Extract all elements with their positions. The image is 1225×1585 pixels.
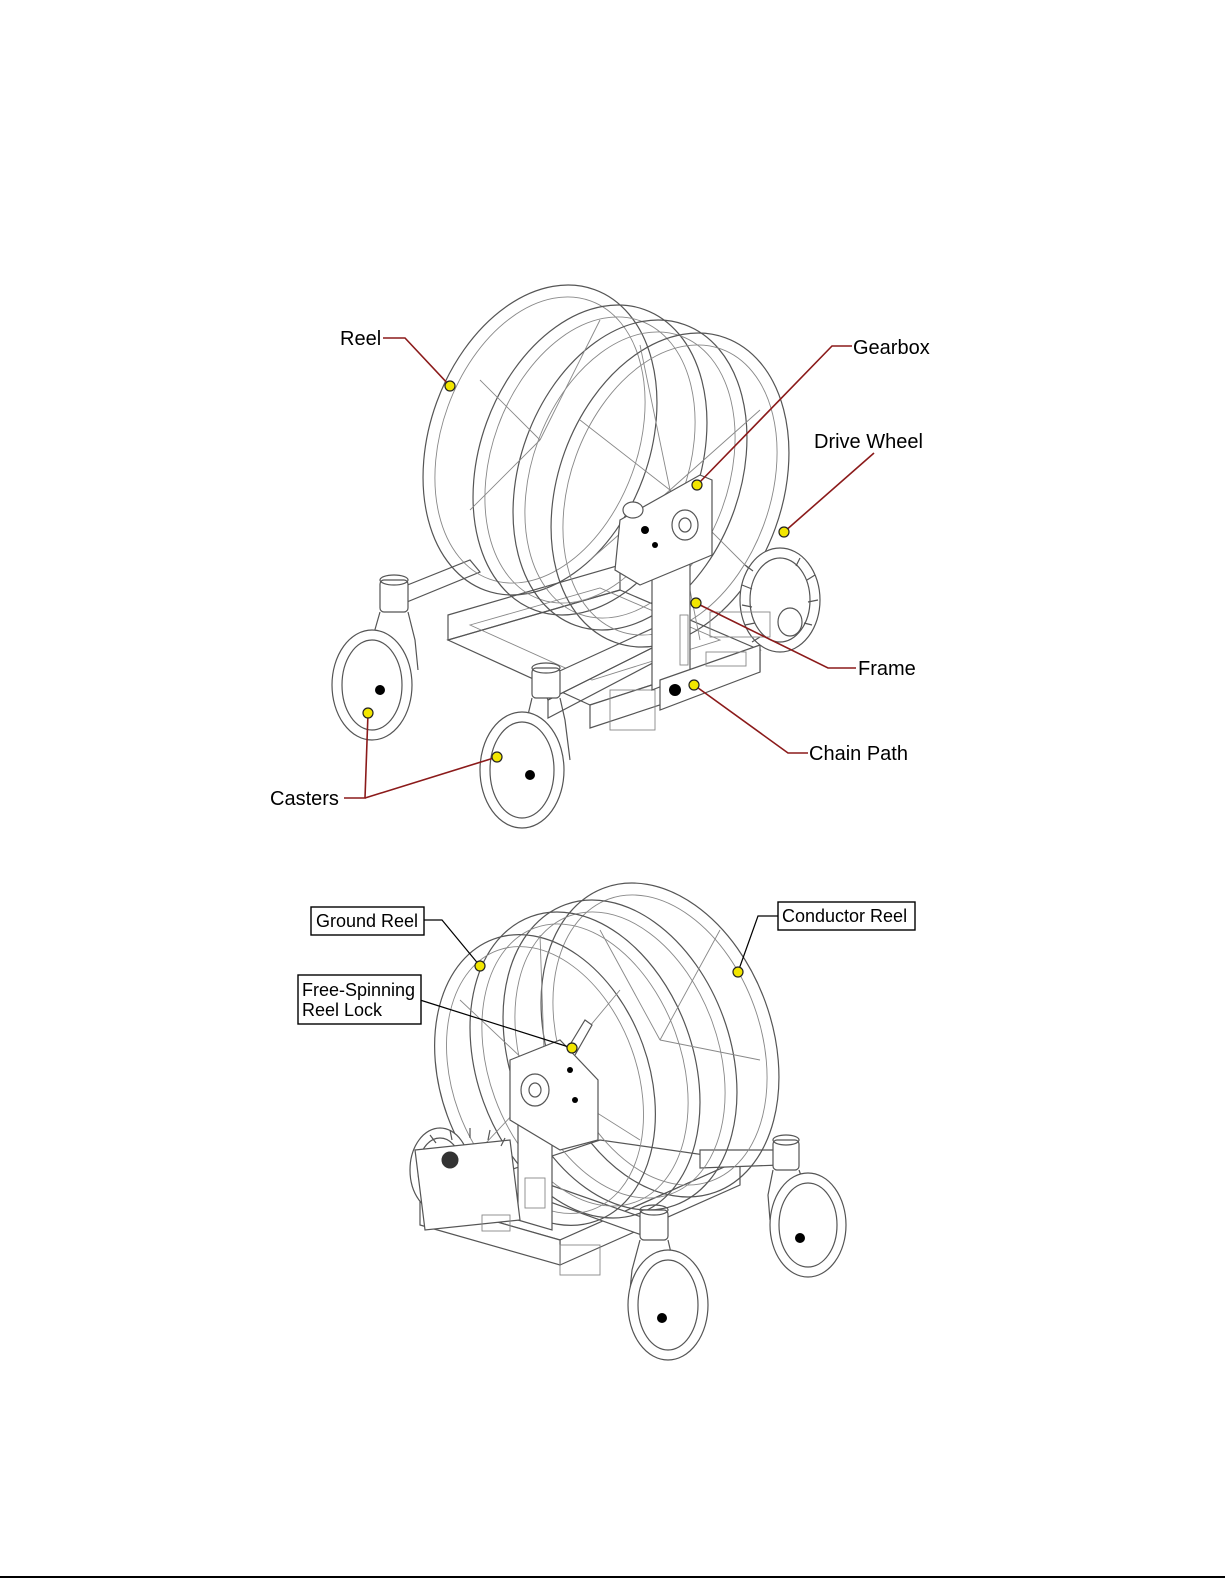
- gearbox-callout-dot[interactable]: [692, 480, 702, 490]
- chain-path-callout-dot[interactable]: [689, 680, 699, 690]
- label-casters: Casters: [270, 788, 339, 810]
- page-footer-rule: [0, 1576, 1225, 1578]
- reel-leader: [383, 338, 450, 386]
- reel-lock-leader: [420, 1000, 572, 1048]
- label-conductor-reel: Conductor Reel: [782, 906, 907, 926]
- ground-reel-callout-dot[interactable]: [475, 961, 485, 971]
- bottom-callouts: [420, 916, 778, 1053]
- drive-wheel-leader: [784, 453, 874, 532]
- casters-leader-front: [365, 757, 497, 798]
- label-chain-path: Chain Path: [809, 743, 908, 765]
- gearbox-leader: [697, 346, 852, 485]
- top-reel-cart-drawing: [332, 252, 831, 828]
- label-reel: Reel: [340, 328, 381, 350]
- drive-wheel-callout-dot[interactable]: [779, 527, 789, 537]
- label-frame: Frame: [858, 658, 916, 680]
- ground-reel-leader: [423, 920, 480, 966]
- chain-path-leader: [694, 685, 808, 753]
- label-ground-reel: Ground Reel: [316, 911, 418, 931]
- label-drive-wheel: Drive Wheel: [814, 431, 923, 453]
- casters-front-callout-dot[interactable]: [492, 752, 502, 762]
- reel-callout-dot[interactable]: [445, 381, 455, 391]
- casters-rear-callout-dot[interactable]: [363, 708, 373, 718]
- label-reel-lock: Reel Lock: [302, 1000, 383, 1020]
- frame-callout-dot[interactable]: [691, 598, 701, 608]
- label-gearbox: Gearbox: [853, 337, 930, 359]
- label-free-spinning: Free-Spinning: [302, 980, 415, 1000]
- reel-lock-callout-dot[interactable]: [567, 1043, 577, 1053]
- conductor-reel-leader: [738, 916, 778, 972]
- conductor-reel-callout-dot[interactable]: [733, 967, 743, 977]
